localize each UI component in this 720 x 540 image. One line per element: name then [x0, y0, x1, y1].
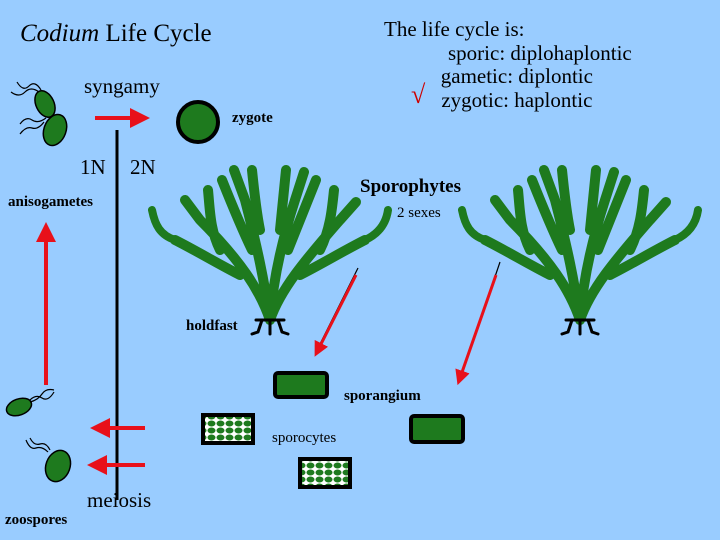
anisogamete-pair-top [10, 81, 68, 147]
label-zoospores: zoospores [5, 512, 68, 528]
title-rest: Life Cycle [99, 20, 212, 47]
life-cycle-line-zygotic: zygotic: haplontic [441, 87, 593, 112]
title-genus: Codium [20, 20, 100, 47]
sporophyte-left [152, 170, 388, 334]
check-mark: √ [411, 80, 426, 109]
life-cycle-heading: The life cycle is: [384, 17, 525, 41]
sporocyte-cluster-left [201, 413, 255, 445]
label-sporocytes: sporocytes [272, 430, 337, 446]
sporangium-cell-right [409, 414, 465, 444]
label-anisogametes: anisogametes [8, 194, 93, 210]
zoospore-lower [25, 437, 72, 483]
label-sporangium: sporangium [344, 388, 421, 404]
label-zygote: zygote [232, 110, 273, 126]
sporangium-arrow-right-red [455, 274, 498, 386]
label-haploid: 1N [80, 155, 106, 179]
sporangium-arrow-left-red [314, 274, 358, 357]
label-meiosis: meiosis [87, 488, 152, 512]
zoospore-upper [5, 388, 55, 417]
label-diploid: 2N [130, 155, 156, 179]
life-cycle-line-sporic: sporic: diplohaplontic [448, 40, 632, 65]
label-sexes: 2 sexes [397, 205, 441, 221]
life-cycle-line-gametic: gametic: diplontic [440, 64, 593, 88]
sporangium-cell-center [273, 371, 329, 399]
label-sporophytes: Sporophytes [360, 176, 462, 197]
life-cycle-summary: The life cycle is: sporic: diplohaplonti… [384, 17, 632, 112]
diagram-title: Codium Life Cycle [20, 20, 212, 48]
label-holdfast: holdfast [186, 318, 238, 334]
zygote-cell [176, 100, 220, 144]
label-syngamy: syngamy [84, 74, 160, 98]
sporophyte-right [462, 170, 698, 334]
sporocyte-cluster-right [298, 457, 352, 489]
